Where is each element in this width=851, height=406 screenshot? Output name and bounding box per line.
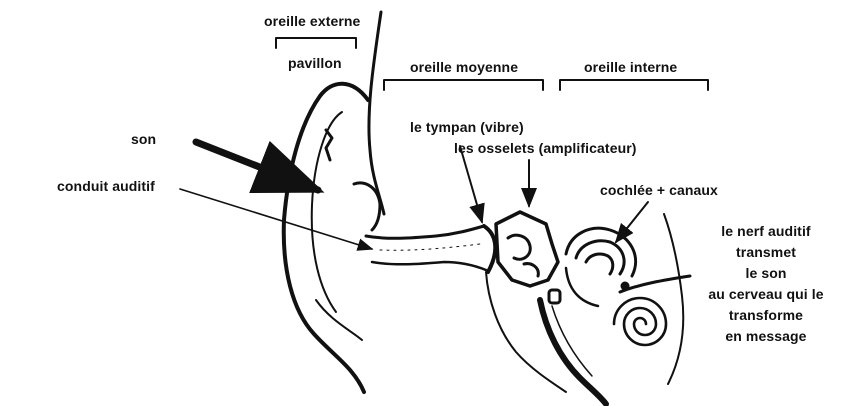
eardrum-shape — [484, 226, 495, 272]
sound-arrow — [196, 142, 318, 190]
vestibule — [566, 268, 598, 306]
pinna-label: pavillon — [288, 55, 342, 71]
pinna-inner-fold — [312, 112, 342, 312]
nerve-caption-line-3: le son — [706, 263, 826, 284]
nerve-caption-line-4: au cerveau qui le — [706, 284, 826, 305]
nerve-caption-line-2: transmet — [706, 242, 826, 263]
auditory-nerve-caption: le nerf auditif transmet le son au cerve… — [706, 221, 826, 347]
inner-ear-label: oreille interne — [584, 59, 677, 75]
eardrum-label: le tympan (vibre) — [410, 119, 524, 135]
ear-canal-upper-wall — [366, 226, 484, 238]
head-outline — [369, 12, 384, 214]
lobe — [316, 300, 362, 340]
bracket-outer-ear — [276, 38, 356, 48]
semicircular-canals-core — [586, 254, 613, 274]
middle-ear-label: oreille moyenne — [410, 59, 518, 75]
semicircular-canals-inner — [576, 241, 624, 274]
bracket-inner-ear — [560, 80, 708, 90]
cochlea-label: cochlée + canaux — [600, 182, 718, 198]
eardrum-pointer — [460, 146, 482, 222]
cochlea-spiral — [614, 298, 666, 345]
sound-label: son — [131, 131, 156, 147]
stapes — [549, 290, 560, 303]
ear-canal-shading — [380, 244, 480, 250]
ossicles-label: les osselets (amplificateur) — [454, 140, 637, 156]
outer-ear-label: oreille externe — [264, 13, 360, 29]
concha — [326, 130, 332, 160]
tragus — [354, 183, 380, 230]
nerve-caption-line-6: en message — [706, 326, 826, 347]
ear-canal-pointer — [180, 189, 372, 249]
nerve-caption-line-1: le nerf auditif — [706, 221, 826, 242]
cochlea-pointer — [616, 202, 648, 242]
ossicles-outline — [496, 212, 558, 286]
temporal-bone-edge — [664, 214, 683, 384]
ossicles-detail — [508, 235, 538, 276]
nerve-caption-line-5: transforme — [706, 305, 826, 326]
bracket-middle-ear — [384, 80, 543, 90]
ear-canal-label: conduit auditif — [57, 178, 155, 194]
ear-canal-lower-wall — [372, 262, 486, 270]
semicircular-canals-outer — [566, 228, 636, 276]
